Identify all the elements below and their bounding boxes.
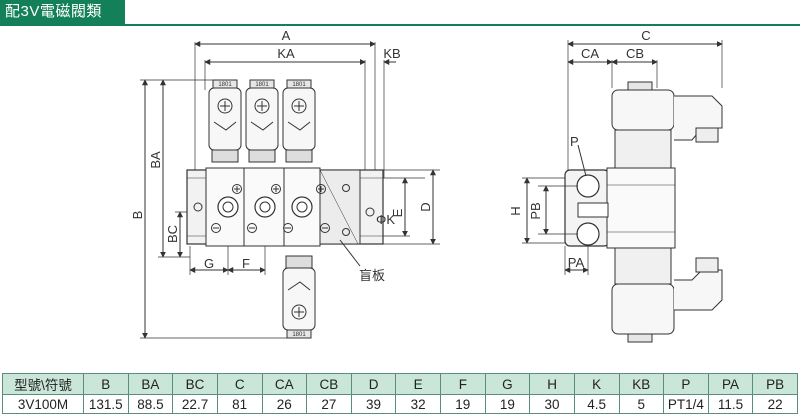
- dim-K-label: ΦK: [376, 212, 395, 227]
- table-header-cell: CB: [306, 373, 352, 395]
- table-header-cell: KB: [618, 373, 665, 395]
- dim-BA-label: BA: [148, 151, 163, 169]
- coil-label: 1801: [292, 82, 306, 88]
- dim-P-label: P: [570, 134, 579, 149]
- dim-G-label: G: [204, 256, 214, 271]
- table-header-cell: B: [83, 373, 129, 395]
- dim-PA-label: PA: [568, 255, 585, 270]
- dim-CB-label: CB: [626, 46, 644, 61]
- table-header-cell: E: [395, 373, 441, 395]
- table-cell: 32: [395, 394, 441, 414]
- table-header-cell: K: [573, 373, 620, 395]
- table-cell: 27: [306, 394, 352, 414]
- left-view: [140, 41, 440, 339]
- table-header-cell: 型號\符號: [2, 373, 84, 395]
- table-cell: PT1/4: [663, 394, 709, 414]
- table-cell: 30: [529, 394, 575, 414]
- table-header-cell: C: [216, 373, 263, 395]
- table-header-cell: BA: [127, 373, 174, 395]
- table-header-cell: PB: [752, 373, 798, 395]
- coil-label: 1801: [292, 332, 306, 338]
- table-header-cell: G: [484, 373, 531, 395]
- technical-drawing: A KA KB BA B BC G F ΦK E D 盲板 1801 1801 …: [130, 28, 723, 344]
- table-cell: 5: [618, 394, 665, 414]
- table-header-cell: BC: [172, 373, 218, 395]
- table-cell: 39: [350, 394, 397, 414]
- table-cell: 81: [216, 394, 263, 414]
- coil-label: 1801: [255, 82, 269, 88]
- right-view: [522, 40, 723, 343]
- table-header-cell: PA: [707, 373, 754, 395]
- table-cell: 19: [440, 394, 486, 414]
- dim-CA-label: CA: [581, 46, 599, 61]
- dim-A-label: A: [282, 28, 291, 43]
- table-header-cell: CA: [261, 373, 308, 395]
- table-cell: 88.5: [127, 394, 174, 414]
- table-header-cell: F: [440, 373, 486, 395]
- table-cell: 11.5: [707, 394, 754, 414]
- table-header-cell: D: [350, 373, 397, 395]
- dim-E-label: E: [390, 208, 405, 217]
- right-view-labels: C CA CB P H PB PA: [508, 28, 651, 270]
- table-header-cell: H: [529, 373, 575, 395]
- dim-F-label: F: [242, 256, 250, 271]
- left-view-labels: A KA KB BA B BC G F ΦK E D 盲板: [130, 28, 433, 283]
- dim-B-label: B: [130, 211, 145, 220]
- table-cell: 19: [484, 394, 531, 414]
- dim-KA-label: KA: [277, 46, 295, 61]
- table-header-cell: P: [663, 373, 709, 395]
- table-cell: 131.5: [83, 394, 129, 414]
- title-rule: [0, 24, 800, 26]
- table-cell: 3V100M: [2, 394, 84, 414]
- dim-BC-label: BC: [165, 225, 180, 243]
- section-title: 配3V電磁閥類: [0, 0, 125, 24]
- table-cell: 22.7: [172, 394, 218, 414]
- dim-H-label: H: [508, 206, 523, 215]
- dim-D-label: D: [418, 202, 433, 211]
- table-cell: 26: [261, 394, 308, 414]
- blank-plate-label: 盲板: [359, 268, 385, 283]
- dim-C-label: C: [641, 28, 650, 43]
- table-cell: 22: [752, 394, 798, 414]
- table-cell: 4.5: [573, 394, 620, 414]
- dim-PB-label: PB: [528, 202, 543, 219]
- coil-label: 1801: [218, 82, 232, 88]
- dim-KB-label: KB: [383, 46, 400, 61]
